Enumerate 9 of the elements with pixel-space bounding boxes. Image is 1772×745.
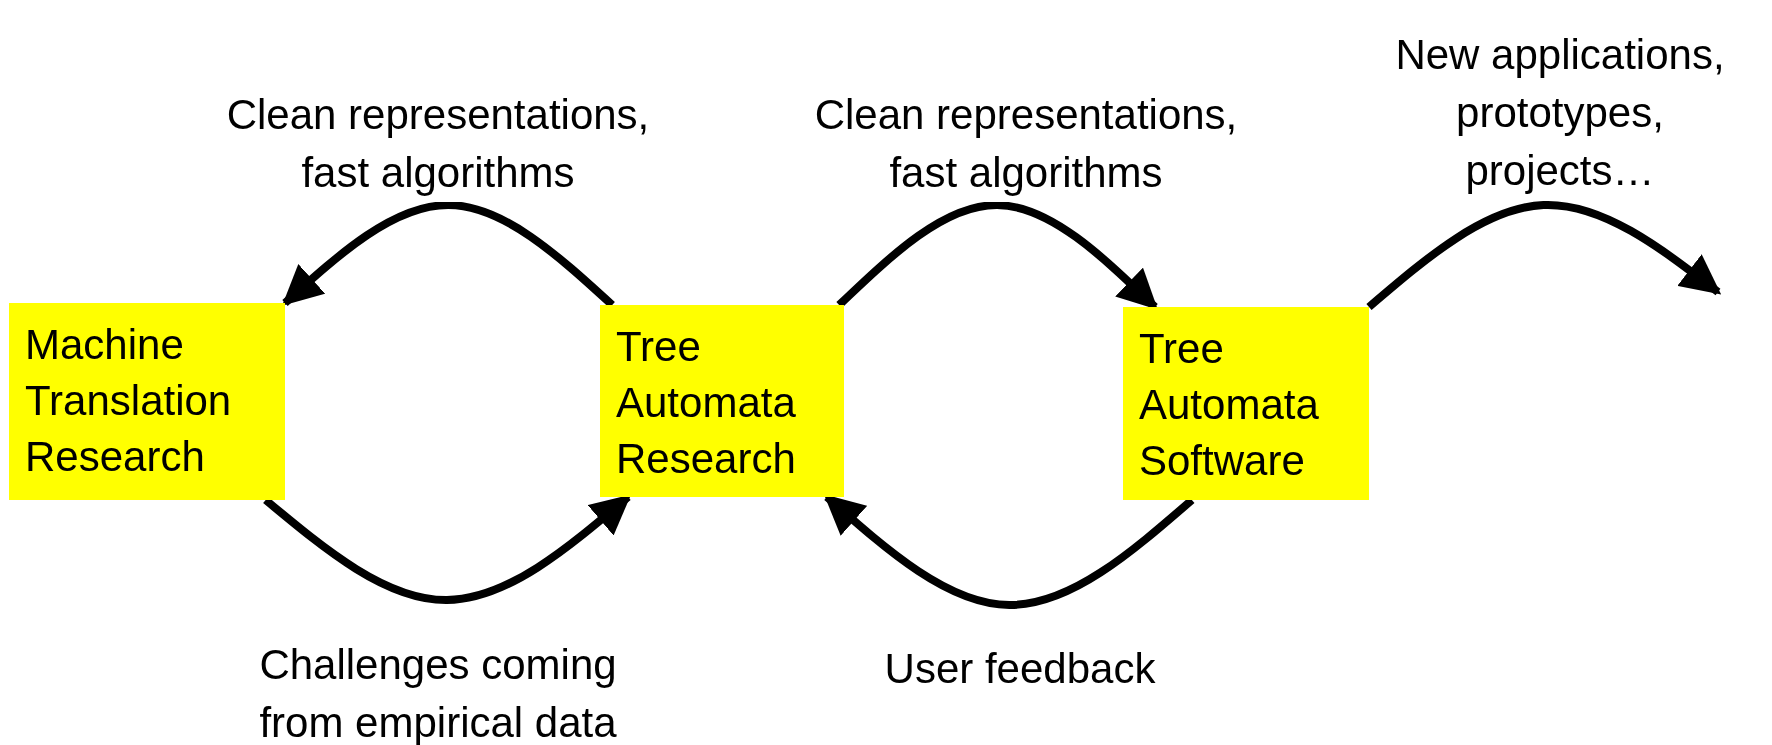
curved-arrow — [836, 201, 1158, 310]
process-box — [9, 303, 285, 500]
box-label: Tree Automata Research — [616, 322, 797, 484]
process-box — [600, 305, 844, 497]
box-label: Machine Translation Research — [25, 320, 233, 482]
curved-arrow — [1366, 201, 1722, 311]
box-label: Tree Automata Software — [1139, 324, 1320, 486]
curved-arrow — [282, 201, 615, 308]
process-box — [1123, 307, 1369, 500]
